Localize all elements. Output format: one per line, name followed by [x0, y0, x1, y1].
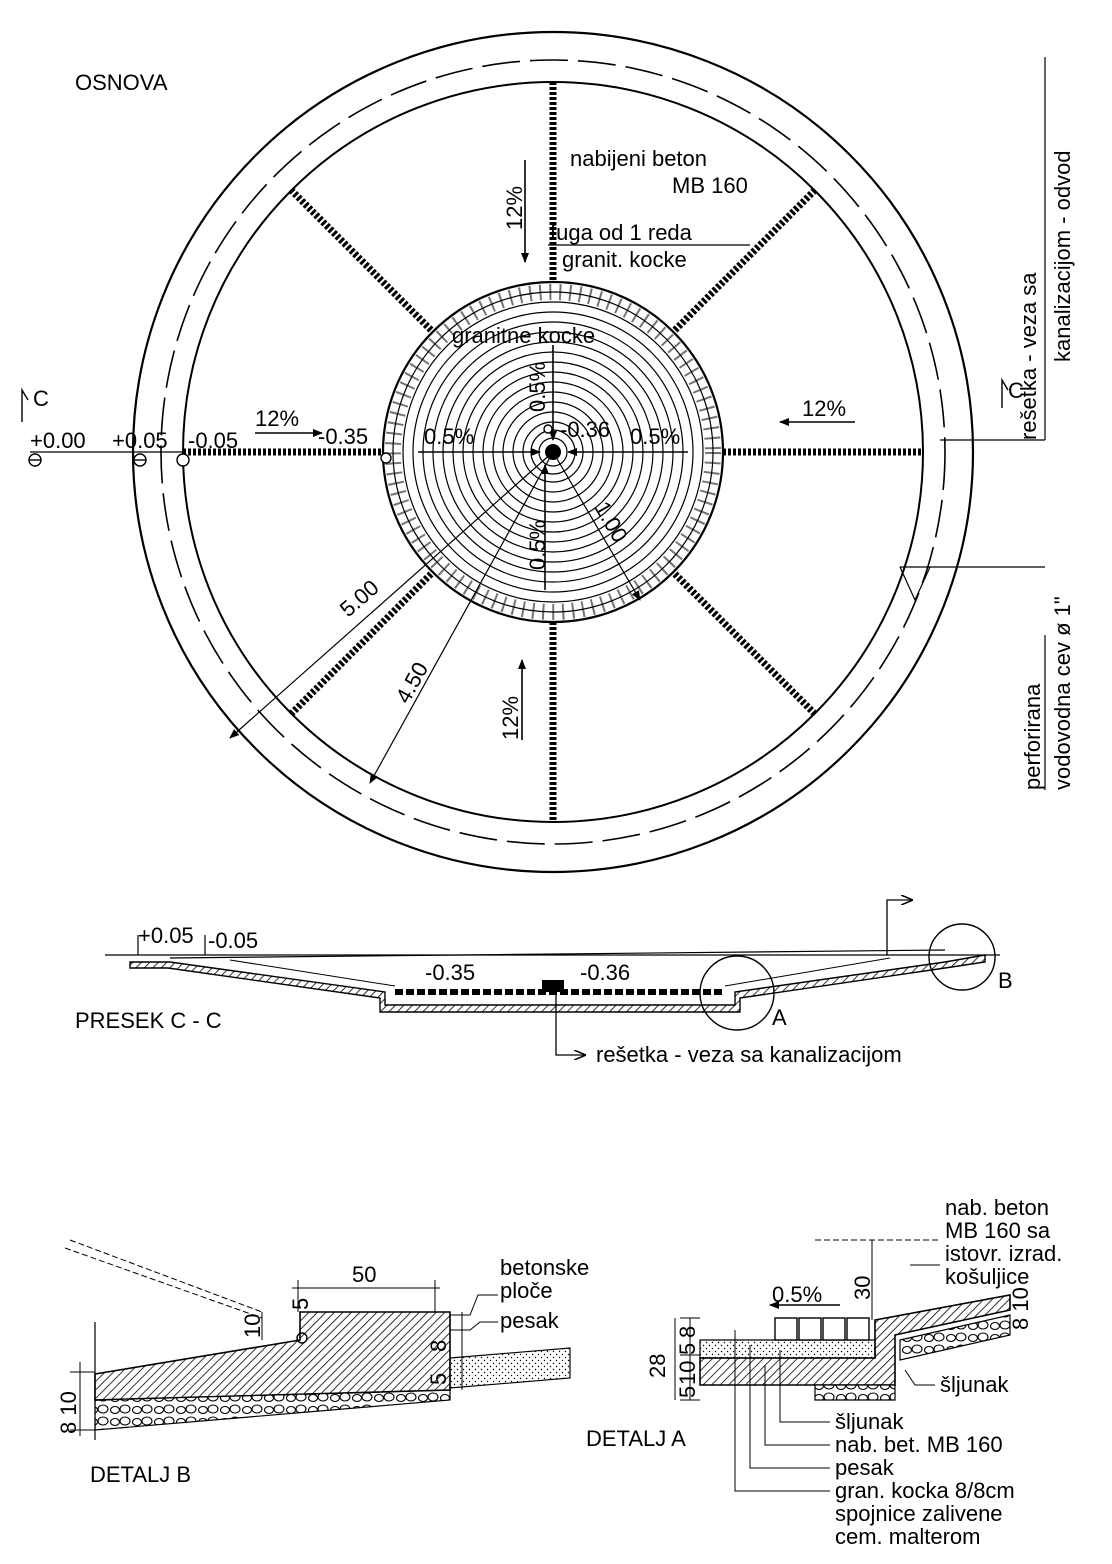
- detail-a-concrete-line3: istovr. izrad.: [945, 1241, 1062, 1266]
- section-view: PRESEK C - C +0.05 -0.05 -0.35 -0.36 A B…: [75, 900, 1013, 1067]
- plan-title: OSNOVA: [75, 70, 168, 95]
- grate-label-line1: rešetka - veza sa: [1016, 272, 1041, 440]
- detail-a-title: DETALJ A: [586, 1426, 686, 1451]
- pipe-label-line1: perforirana: [1020, 683, 1045, 790]
- pipe-label-line2: vodovodna cev ø 1": [1050, 596, 1075, 790]
- section-slab: [129, 954, 986, 1013]
- level-m036: -0.36: [560, 417, 610, 442]
- level-m005: -0.05: [188, 428, 238, 453]
- dim-500: 5.00: [335, 575, 384, 622]
- detail-b-dim-810: 8 10: [56, 1391, 81, 1434]
- detail-b-sand-label: pesak: [500, 1308, 560, 1333]
- detail-a-dim-10: 10: [675, 1361, 700, 1385]
- detail-a-concrete-line1: nab. beton: [945, 1195, 1049, 1220]
- detail-b-circle: [928, 923, 996, 991]
- section-mark-b: B: [998, 968, 1013, 993]
- detail-a-gravel-right-label: šljunak: [940, 1372, 1009, 1397]
- detail-a-cubes: [774, 1317, 870, 1341]
- detail-a-dim-8: 8: [675, 1326, 700, 1338]
- level-markers: [28, 424, 553, 467]
- radial-joints: [183, 82, 923, 822]
- detail-a-legend-sand: pesak: [835, 1455, 895, 1480]
- detail-b-plates-line1: betonske: [500, 1255, 589, 1280]
- section-title: PRESEK C - C: [75, 1008, 222, 1033]
- detail-b-dim-50: 50: [352, 1262, 376, 1287]
- cut-right-letter: C: [1008, 378, 1024, 403]
- detail-a-dim-30: 30: [850, 1276, 875, 1300]
- section-line-left: [229, 959, 396, 987]
- level-000: +0.00: [30, 428, 86, 453]
- section-grate-arrow: [886, 900, 912, 955]
- slope-top-label: 12%: [502, 186, 527, 230]
- dimension-lines: [30, 57, 1046, 790]
- detail-b-plates-line2: ploče: [500, 1278, 553, 1303]
- detail-a-dim-28: 28: [645, 1354, 670, 1378]
- concrete-label-line1: nabijeni beton: [570, 146, 707, 171]
- section-level-m035: -0.35: [425, 960, 475, 985]
- slope-bottom-label: 12%: [498, 696, 523, 740]
- detail-b-dim-8: 8: [426, 1340, 451, 1352]
- section-grate-label: rešetka - veza sa kanalizacijom: [596, 1042, 902, 1067]
- detail-b-sand: [449, 1347, 571, 1389]
- section-level-m036: -0.36: [580, 960, 630, 985]
- detail-a-dim-810: 8 10: [1008, 1287, 1033, 1330]
- section-grate-leader: [555, 990, 585, 1055]
- detail-a-concrete-line4: košuljice: [945, 1264, 1029, 1289]
- section-mark-a: A: [772, 1005, 787, 1030]
- detail-a-concrete-line2: MB 160 sa: [945, 1218, 1051, 1243]
- slope-center-bottom: 0.5%: [525, 520, 550, 570]
- level-m035: -0.35: [318, 424, 368, 449]
- detail-a-legend-gravel: šljunak: [835, 1409, 904, 1434]
- section-top-line: [169, 949, 946, 959]
- section-drain: [542, 980, 564, 992]
- slope-right-label: 12%: [802, 396, 846, 421]
- detail-a-sand: [699, 1339, 876, 1359]
- detail-b-dim-10: 10: [240, 1314, 265, 1338]
- detail-a-gravel-right: [899, 1314, 1011, 1361]
- detail-b: DETALJ B 50 5 10 8 5 8 10 betonske ploče…: [56, 1239, 589, 1487]
- dim-450: 4.50: [391, 658, 434, 708]
- detail-b-concrete: [94, 1311, 451, 1401]
- detail-a-legend-concrete: nab. bet. MB 160: [835, 1432, 1003, 1457]
- detail-a-circle: [699, 955, 775, 1031]
- plan-view: OSNOVA nabijeni beton MB 160 fuga od 1 r…: [21, 30, 1075, 874]
- section-level-m005: -0.05: [208, 928, 258, 953]
- joint-label-line1: fuga od 1 reda: [550, 220, 693, 245]
- section-line-right: [724, 957, 891, 987]
- detail-b-dim-5b: 5: [426, 1373, 451, 1385]
- level-005: +0.05: [112, 428, 168, 453]
- detail-b-title: DETALJ B: [90, 1462, 191, 1487]
- section-level-005: +0.05: [138, 923, 194, 948]
- slope-arrows: [255, 160, 855, 740]
- slope-center-right: 0.5%: [630, 424, 680, 449]
- detail-a: DETALJ A 0.5% 30 28 5 10 5 8 8 10 nab. b…: [586, 1195, 1062, 1549]
- detail-a-legend-cube: gran. kocka 8/8cm: [835, 1478, 1015, 1503]
- detail-a-legend-joint-line2: cem. malterom: [835, 1524, 980, 1549]
- detail-a-slope: 0.5%: [772, 1282, 822, 1307]
- cut-left-letter: C: [33, 386, 49, 411]
- detail-a-dim-5b: 5: [675, 1343, 700, 1355]
- granite-label: granitne kocke: [452, 323, 595, 348]
- slope-left-label: 12%: [255, 406, 299, 431]
- concrete-label-line2: MB 160: [672, 173, 748, 198]
- joint-label-line2: granit. kocke: [562, 247, 687, 272]
- slope-center-left: 0.5%: [424, 424, 474, 449]
- detail-a-gravel-bottom: [814, 1384, 896, 1401]
- slope-center-top: 0.5%: [525, 362, 550, 412]
- detail-a-legend-joint-line1: spojnice zalivene: [835, 1501, 1003, 1526]
- detail-a-dim-5: 5: [675, 1386, 700, 1398]
- grate-label-line2: kanalizacijom - odvod: [1050, 150, 1075, 362]
- detail-b-dim-5: 5: [288, 1298, 313, 1310]
- cut-markers: [21, 377, 1009, 422]
